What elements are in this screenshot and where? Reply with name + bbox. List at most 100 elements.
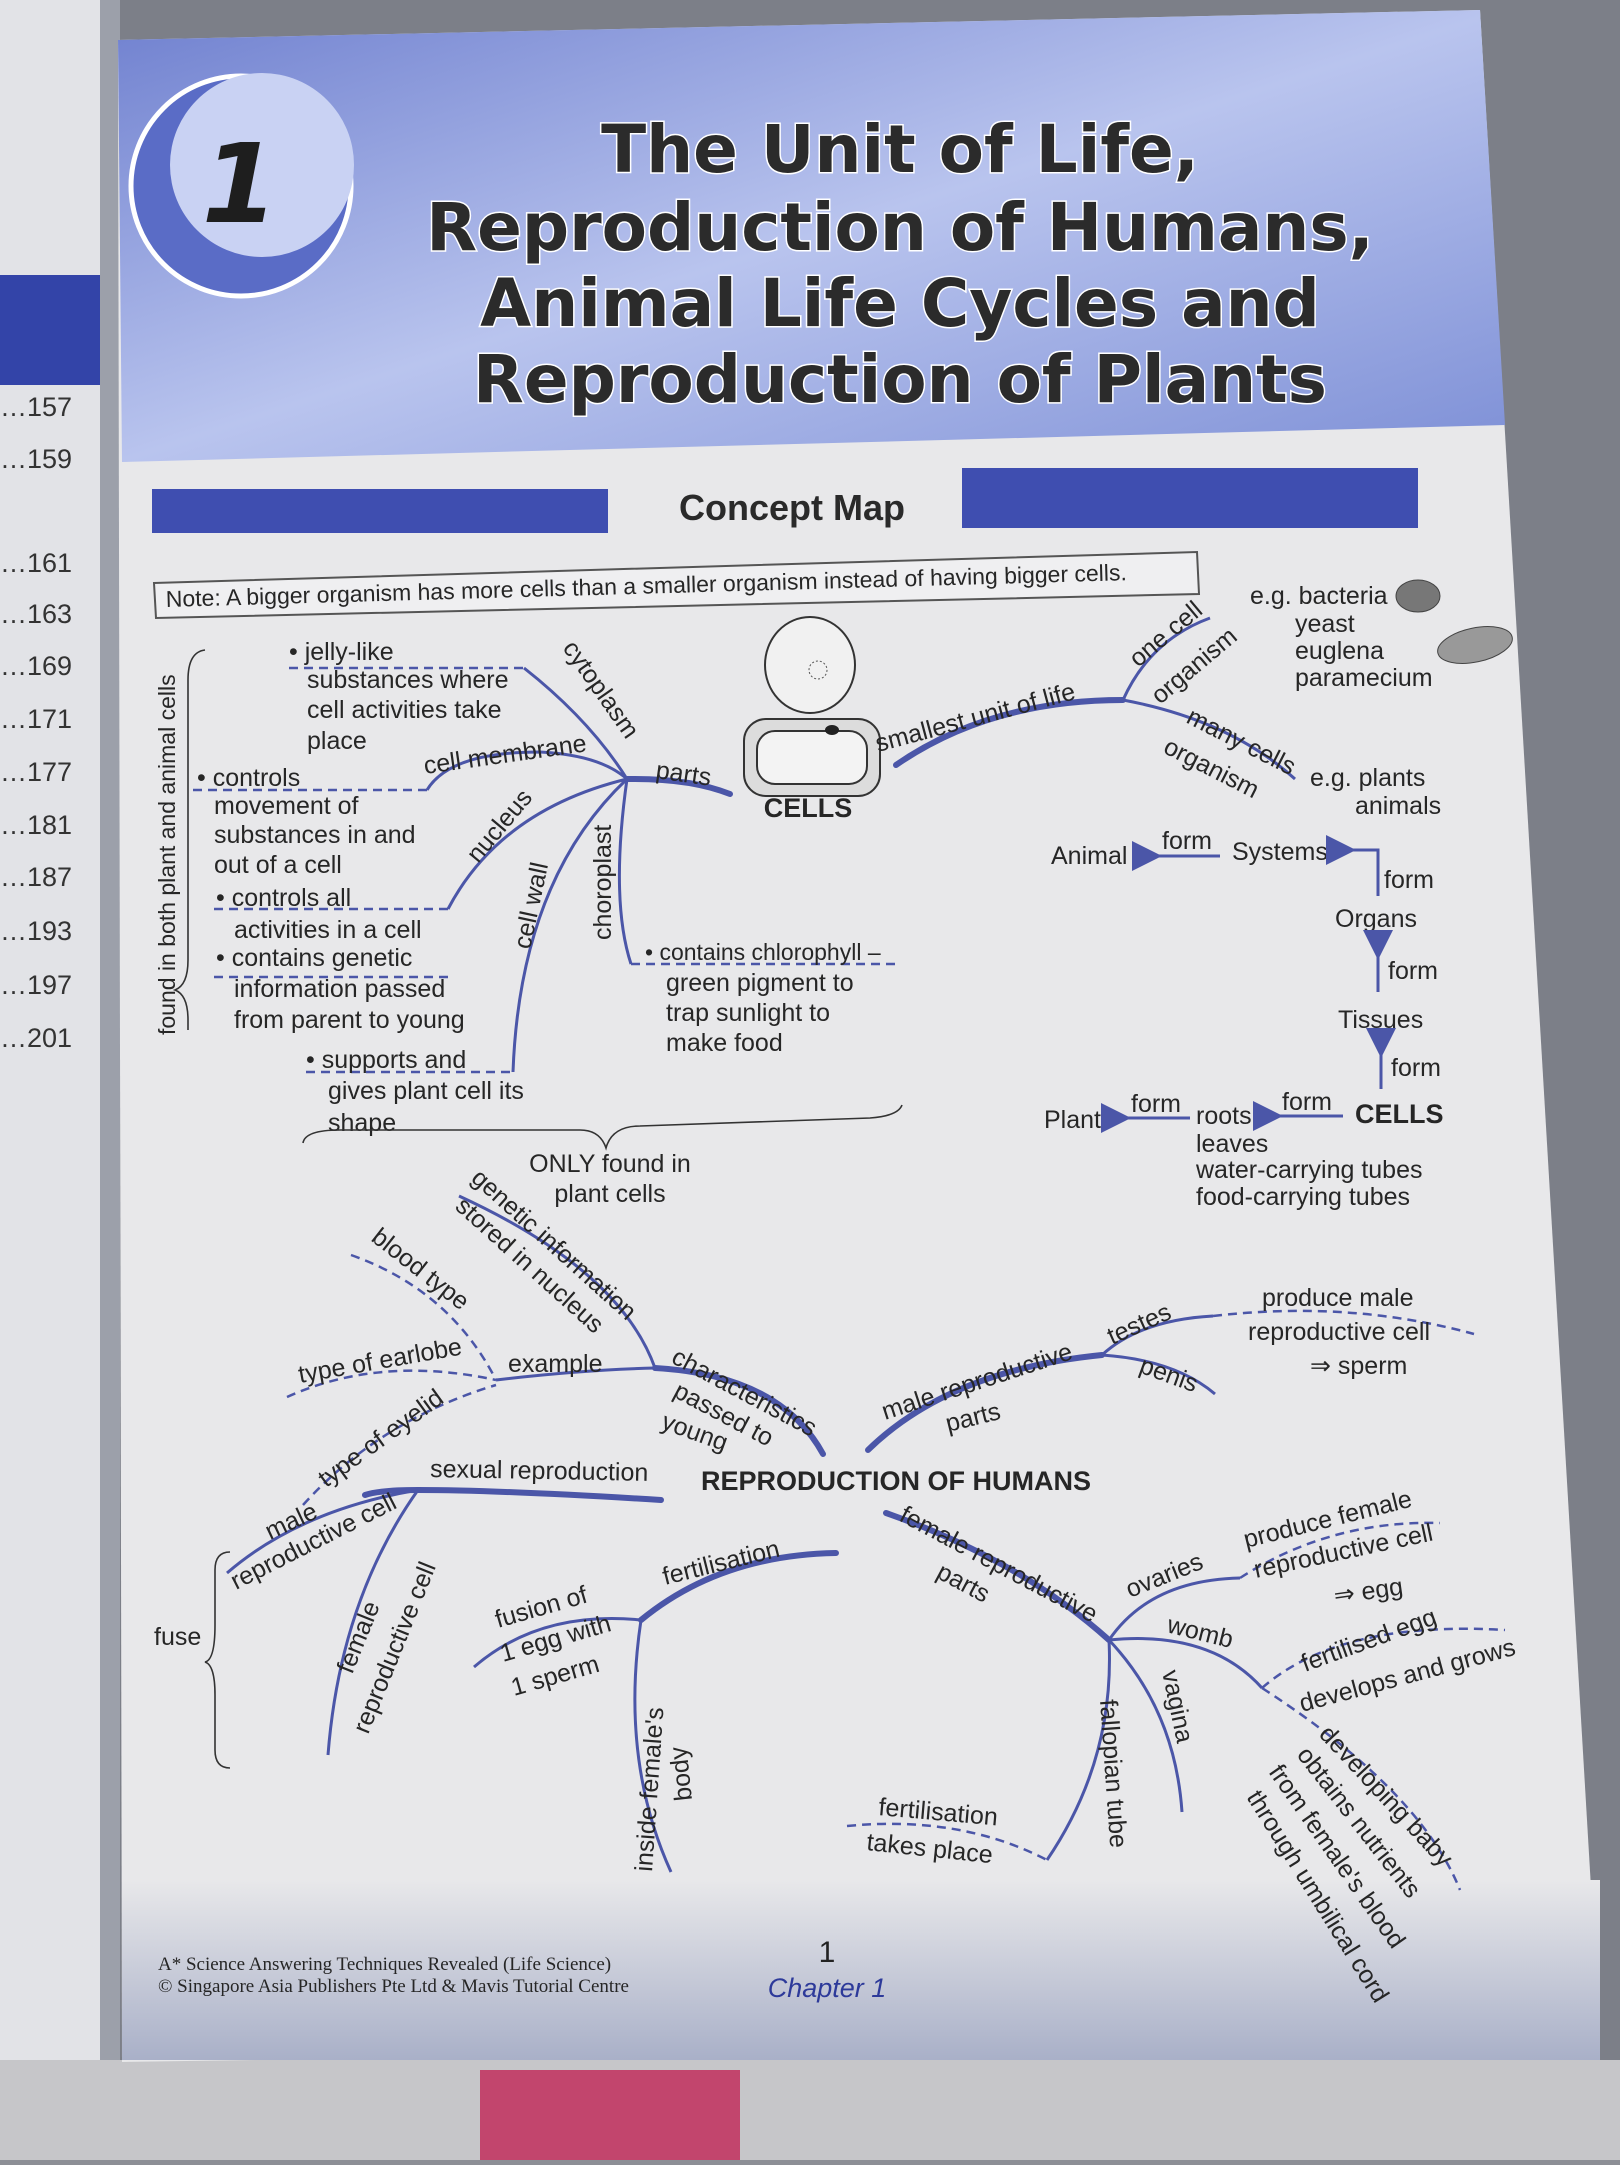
branch-fusion: [473, 1617, 642, 1669]
branch-cytoplasm: [523, 666, 629, 780]
branch-womb: [1108, 1637, 1264, 1690]
page-ref: …169: [0, 651, 72, 681]
branch-fallopian: [1045, 1639, 1111, 1861]
desc-line: substances where: [307, 666, 509, 694]
desc-line: place: [307, 727, 367, 755]
table-surface: [0, 2060, 1620, 2160]
node-systems: Systems: [1232, 838, 1328, 866]
paramecium-icon: [1437, 626, 1513, 664]
header-banner: [118, 10, 1505, 462]
desc-line: • supports and: [306, 1046, 466, 1074]
found-in-both-label: found in both plant and animal cells: [154, 674, 180, 1035]
bacteria-icon: [1395, 579, 1441, 613]
footer-copyright: © Singapore Asia Publishers Pte Ltd & Ma…: [158, 1976, 629, 1997]
title-line: Animal Life Cycles and: [480, 265, 1320, 342]
desc-line: trap sunlight to: [666, 999, 830, 1027]
example-text: paramecium: [1295, 664, 1433, 692]
branch-male-parts: [865, 1352, 1105, 1453]
reproduction-center-node: REPRODUCTION OF HUMANS: [701, 1466, 1091, 1496]
node-tissues: Tissues: [1338, 1006, 1423, 1034]
desc-line: ⇒ sperm: [1310, 1352, 1407, 1380]
desc-line: out of a cell: [214, 851, 342, 879]
page-ref: …193: [0, 916, 72, 946]
label-choroplast: choroplast: [589, 825, 617, 940]
node-plant: Plant: [1044, 1106, 1101, 1134]
chapter-title: The Unit of Life, Reproduction of Humans…: [425, 110, 1375, 420]
branch-fertilisation: [638, 1550, 839, 1623]
node-organs: Organs: [1335, 905, 1417, 933]
branch-many-cells: [1122, 698, 1297, 781]
desc-line: cell activities take: [307, 696, 502, 724]
desc-line: reproductive cell: [1248, 1318, 1430, 1346]
only-found-label: ONLY found in: [529, 1150, 691, 1178]
chapter-number: 1: [202, 120, 279, 248]
branch-female-parts: [883, 1510, 1112, 1643]
branch-example: [495, 1366, 656, 1382]
desc-line: produce male: [1262, 1284, 1413, 1312]
form-label: form: [1131, 1090, 1181, 1118]
example-text: e.g. bacteria: [1250, 582, 1388, 610]
page-ref: …197: [0, 970, 72, 1000]
form-label: form: [1282, 1088, 1332, 1116]
plant-part: roots: [1196, 1102, 1252, 1130]
heading-bar-left: [152, 489, 608, 533]
branch-cell-wall: [511, 777, 629, 1073]
title-line: Reproduction of Plants: [473, 341, 1327, 418]
branch-smallest-unit: [893, 697, 1126, 768]
form-label: form: [1391, 1054, 1441, 1082]
desc-line: • jelly-like: [289, 638, 394, 666]
branch-nucleus: [446, 777, 628, 910]
page-ref: …161: [0, 548, 72, 578]
pink-cloth: [480, 2070, 740, 2160]
branch-one-cell: [1121, 616, 1211, 701]
page-number: 1: [819, 1936, 836, 1969]
page-ref: …159: [0, 444, 72, 474]
branch-genetic: [458, 1194, 657, 1369]
page-ref: …163: [0, 599, 72, 629]
branch-male-cell: [226, 1488, 419, 1575]
desc-line: from parent to young: [234, 1006, 465, 1034]
left-page-refs: …157 …159 …161 …163 …169 …171 …177 …181 …: [0, 392, 72, 1053]
branch-ovaries: [1107, 1576, 1241, 1641]
page-ref: …187: [0, 862, 72, 892]
label-fuse: fuse: [154, 1623, 201, 1651]
page-ref: …157: [0, 392, 72, 422]
only-found-label: plant cells: [554, 1180, 665, 1208]
example-text: euglena: [1295, 637, 1384, 665]
concept-map-heading: Concept Map: [679, 487, 905, 528]
brace: [204, 1551, 231, 1769]
desc-line: • contains chlorophyll –: [645, 939, 881, 965]
example-text: e.g. plants: [1310, 764, 1425, 792]
form-label: form: [1388, 957, 1438, 985]
branch-choroplast: [617, 778, 633, 965]
chapter-label: Chapter 1: [768, 1973, 887, 2003]
branch-female-cell: [326, 1489, 420, 1756]
brace: [302, 1104, 903, 1151]
label-sexual-reproduction: sexual reproduction: [430, 1455, 649, 1487]
branch-testes: [1100, 1314, 1214, 1357]
footer-book-title: A* Science Answering Techniques Revealed…: [158, 1954, 611, 1975]
desc-line: • controls: [197, 764, 300, 792]
branch-penis: [1101, 1353, 1216, 1396]
desc-line: • contains genetic: [216, 944, 412, 972]
desc-line: gives plant cell its: [328, 1077, 524, 1105]
brace: [172, 649, 206, 1030]
note-box: [152, 550, 1201, 620]
branch-sexual-reproduction: [362, 1486, 664, 1503]
heading-bar-right: [962, 468, 1418, 528]
form-label: form: [1384, 866, 1434, 894]
plant-part: food-carrying tubes: [1196, 1183, 1410, 1211]
example-text: animals: [1355, 792, 1441, 820]
plant-part: water-carrying tubes: [1195, 1156, 1422, 1184]
branch-characteristics: [652, 1365, 826, 1457]
desc-line: make food: [666, 1029, 783, 1057]
plant-part: leaves: [1196, 1130, 1268, 1158]
title-line: Reproduction of Humans,: [426, 189, 1373, 266]
desc-line: green pigment to: [666, 969, 854, 997]
form-label: form: [1162, 827, 1212, 855]
page-ref: …171: [0, 704, 72, 734]
desc-line: shape: [328, 1109, 396, 1137]
cells-center-node: CELLS: [764, 793, 853, 823]
